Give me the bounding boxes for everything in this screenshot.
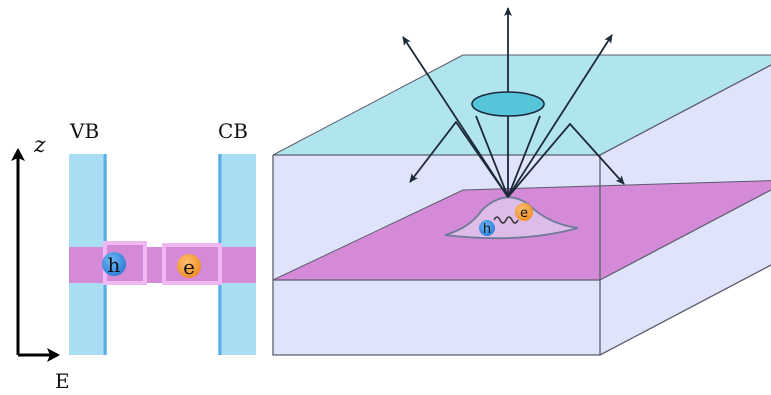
- z-axis-label: z: [33, 133, 46, 158]
- mound-hole-particle: [479, 220, 495, 236]
- band-diagram: h e VB CB z E: [11, 119, 256, 393]
- well-back-edge-left: [272, 189, 464, 281]
- electron-particle: [177, 254, 201, 278]
- slab-top-right-edge: [599, 64, 771, 156]
- slab-top-back-edge: [272, 54, 464, 156]
- vb-label: VB: [69, 119, 99, 143]
- mound-electron-label: e: [520, 206, 528, 221]
- exciton-bond-wavy-line-icon: [493, 216, 519, 224]
- emission-rays: [402, 7, 625, 198]
- ray-reflect-right-icon: [507, 122, 625, 198]
- e-axis-label: E: [55, 369, 70, 393]
- well-back-edge: [462, 180, 771, 191]
- ray-reflect-left-icon: [409, 120, 509, 198]
- mound-electron-particle: [515, 203, 533, 221]
- slab-bottom-right-edge: [599, 264, 771, 356]
- hole-label: h: [108, 253, 121, 277]
- hole-particle: [102, 252, 126, 276]
- well-side-edge: [599, 189, 771, 281]
- slab-diagram: h e: [272, 7, 771, 356]
- electron-label: e: [183, 255, 195, 279]
- escape-cone-lens: [471, 91, 545, 117]
- ray-up-right-icon: [507, 34, 613, 198]
- mound-hole-label: h: [483, 222, 491, 237]
- cb-label: CB: [218, 119, 248, 143]
